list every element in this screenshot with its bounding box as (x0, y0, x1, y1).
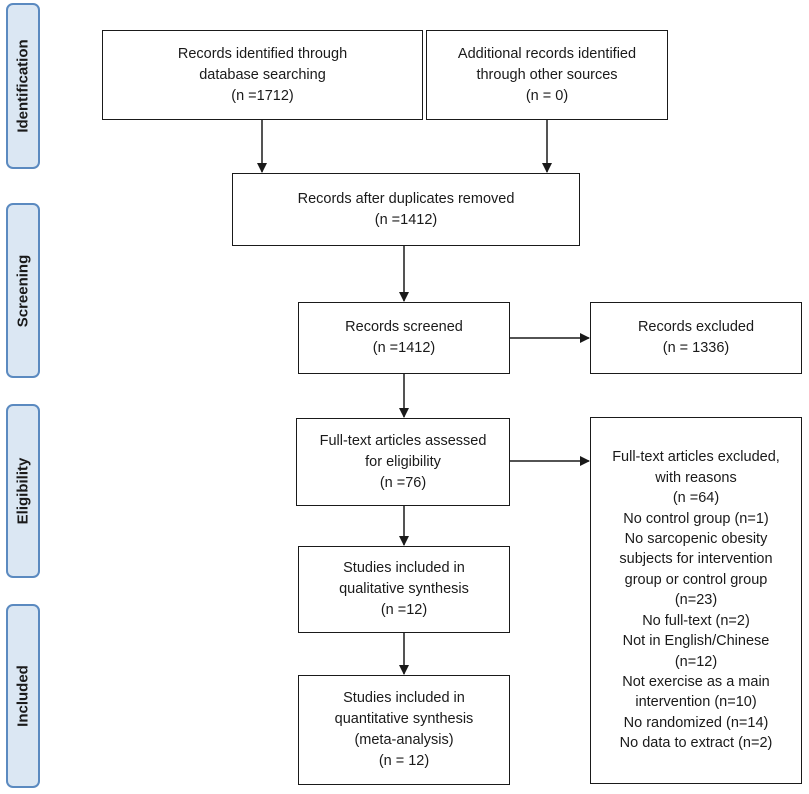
box-fulltext-excluded: Full-text articles excluded, with reasons… (590, 417, 802, 784)
box-text-line: (n = 0) (525, 87, 569, 104)
box-text-line: quantitative synthesis (334, 711, 474, 727)
box-text-line: Records identified through (177, 45, 348, 62)
box-text-line: through other sources (476, 66, 618, 83)
phase-identification: Identification (6, 3, 40, 169)
box-text-line: (n=12) (674, 653, 718, 670)
box-text-line: with reasons (655, 469, 737, 486)
box-text-line: No control group (n=1) (623, 510, 769, 527)
box-text-line: (n =76) (379, 474, 427, 491)
phase-eligibility: Eligibility (6, 404, 40, 578)
box-text-line: (meta-analysis) (354, 732, 454, 748)
phase-included: Included (6, 604, 40, 788)
box-text-line: No sarcopenic obesity (624, 531, 768, 548)
box-text-line: (n =64) (672, 490, 720, 507)
box-text-line: (n =1712) (231, 87, 294, 104)
box-text-line: subjects for intervention (619, 551, 773, 568)
box-database-records: Records identified through database searc… (102, 30, 423, 120)
box-text-line: Full-text articles assessed (319, 432, 487, 449)
box-text-line: No data to extract (n=2) (619, 735, 773, 752)
box-text-line: (n = 1336) (662, 340, 730, 356)
box-after-duplicates: Records after duplicates removed (n =1412… (232, 173, 580, 246)
box-text-line: intervention (n=10) (635, 694, 757, 711)
box-text-line: Records screened (345, 319, 463, 335)
box-text-line: No full-text (n=2) (642, 612, 750, 629)
box-qualitative-synthesis: Studies included in qualitative synthesis… (298, 546, 510, 633)
box-text-line: Studies included in (343, 560, 465, 576)
box-text-line: (n = 12) (378, 753, 430, 769)
box-records-excluded: Records excluded (n = 1336) (590, 302, 802, 374)
box-quantitative-synthesis: Studies included in quantitative synthesi… (298, 675, 510, 785)
box-records-screened: Records screened (n =1412) (298, 302, 510, 374)
box-text-line: Records excluded (637, 319, 755, 335)
box-text-line: group or control group (624, 571, 768, 588)
box-text-line: database searching (199, 66, 326, 83)
box-text-line: (n=23) (674, 592, 718, 609)
box-text-line: Not exercise as a main (622, 673, 770, 690)
box-text-line: (n =12) (380, 602, 428, 618)
phase-screening: Screening (6, 203, 40, 378)
box-text-line: qualitative synthesis (339, 581, 469, 597)
box-text-line: Not in English/Chinese (622, 633, 770, 650)
box-text-line: Studies included in (343, 690, 465, 706)
box-text-line: Full-text articles excluded, (612, 449, 780, 466)
box-text-line: for eligibility (365, 453, 441, 470)
box-text-line: (n =1412) (372, 340, 436, 356)
box-text-line: Records after duplicates removed (297, 190, 515, 207)
box-fulltext-assessed: Full-text articles assessed for eligibili… (296, 418, 510, 506)
box-text-line: No randomized (n=14) (623, 714, 769, 731)
box-text-line: (n =1412) (374, 211, 438, 228)
box-text-line: Additional records identified (457, 45, 637, 62)
box-other-records: Additional records identified through oth… (426, 30, 668, 120)
